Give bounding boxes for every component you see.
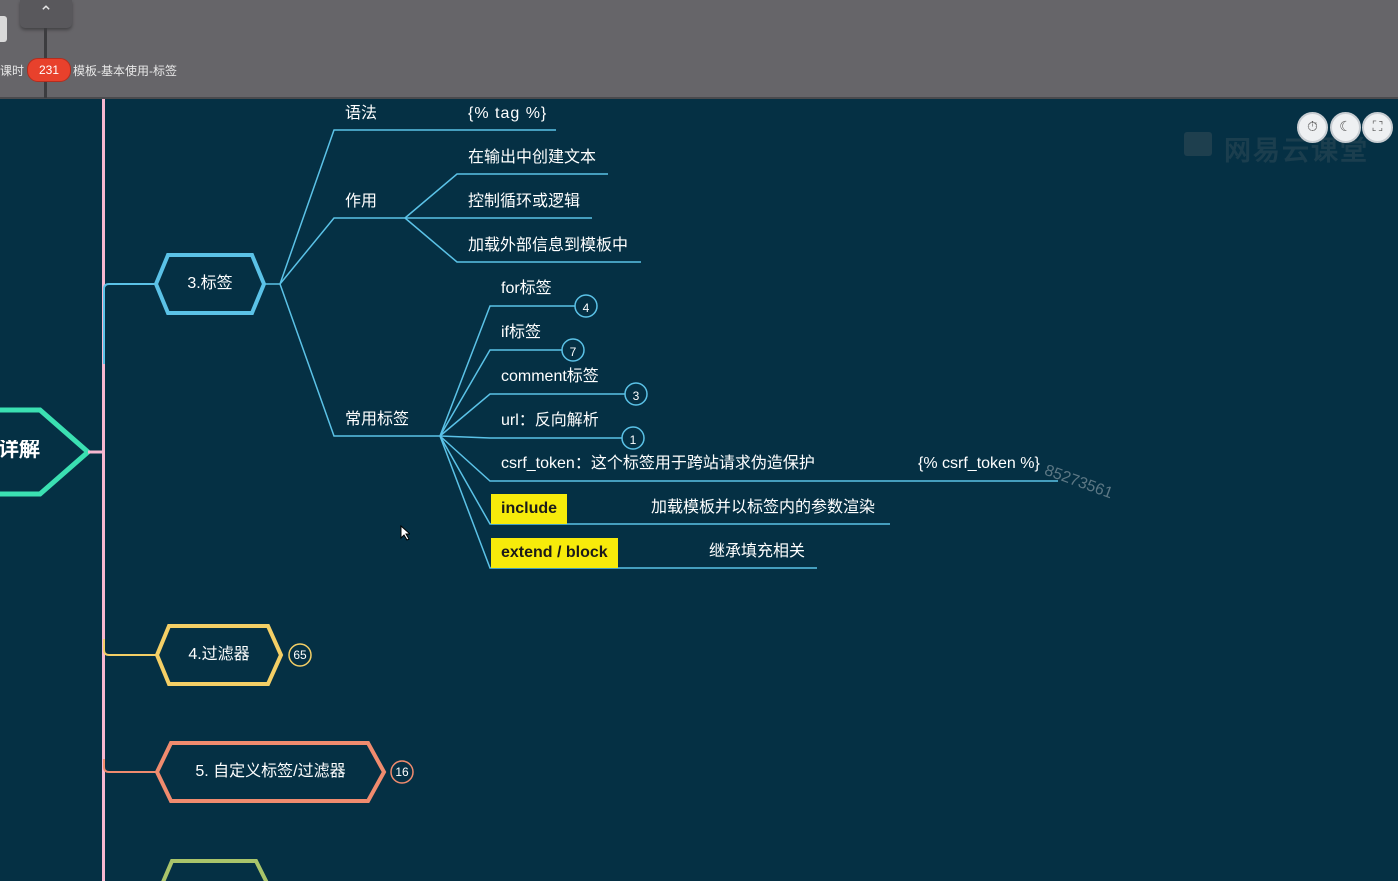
common-item-4-connector xyxy=(439,435,622,439)
lesson-prefix: 课时 xyxy=(0,64,25,78)
custom-badge[interactable]: 16 xyxy=(395,765,409,779)
tags-node-label[interactable]: 3.标签 xyxy=(187,275,233,292)
url-tag-badge-circle xyxy=(621,426,645,450)
mouse-cursor-icon xyxy=(400,525,410,541)
branch-custom-connector xyxy=(103,759,158,773)
lesson-number-badge[interactable]: 231 xyxy=(27,58,71,82)
syntax-value[interactable]: {% tag %} xyxy=(468,105,548,122)
purpose-item-3-connector xyxy=(404,217,641,263)
purpose-label[interactable]: 作用 xyxy=(345,193,378,210)
trunk-connector xyxy=(102,99,105,881)
moon-icon: ☾ xyxy=(1339,118,1352,134)
purpose-item-3[interactable]: 加载外部信息到模板中 xyxy=(468,237,629,254)
brand-logo-icon xyxy=(1184,132,1212,156)
comment-tag-badge-circle xyxy=(624,382,648,406)
filters-node-shape xyxy=(154,624,284,686)
night-mode-button[interactable]: ☾ xyxy=(1330,112,1361,143)
if-tag-badge[interactable]: 7 xyxy=(569,345,577,359)
custom-badge-circle xyxy=(390,760,414,784)
common-item-1-connector xyxy=(439,305,575,437)
common-connector xyxy=(279,283,440,437)
common-item-2-connector xyxy=(439,349,562,437)
fullscreen-button[interactable]: ⛶ xyxy=(1362,112,1393,143)
filters-node-label[interactable]: 4.过滤器 xyxy=(188,646,250,663)
chevron-up-icon: ⌃ xyxy=(38,3,54,22)
root-node-label[interactable]: 详解 xyxy=(0,440,40,460)
if-tag-label[interactable]: if标签 xyxy=(501,324,542,341)
collapse-button[interactable]: ⌃ xyxy=(20,0,72,28)
syntax-connector xyxy=(264,129,556,285)
csrf-token-value[interactable]: {% csrf_token %} xyxy=(918,455,1040,472)
purpose-item-1-connector xyxy=(404,173,608,219)
purpose-connector xyxy=(279,217,405,285)
stopwatch-icon: ⏱ xyxy=(1307,118,1318,134)
common-item-3-connector xyxy=(439,393,625,437)
for-tag-badge[interactable]: 4 xyxy=(582,301,590,315)
fullscreen-icon: ⛶ xyxy=(1372,118,1383,134)
purpose-item-1[interactable]: 在输出中创建文本 xyxy=(468,149,597,166)
extend-block-desc[interactable]: 继承填充相关 xyxy=(709,543,806,560)
if-tag-badge-circle xyxy=(561,338,585,362)
extend-connector xyxy=(439,435,817,569)
lesson-topbar: ⌃ 课时 231 模板-基本使用-标签 xyxy=(0,0,1398,99)
purpose-item-2[interactable]: 控制循环或逻辑 xyxy=(468,193,581,210)
include-connector xyxy=(439,435,890,525)
mindmap-connectors xyxy=(0,129,1058,881)
include-label[interactable]: include xyxy=(491,494,568,524)
side-panel-handle[interactable] xyxy=(0,16,7,42)
root-node-shape xyxy=(0,407,92,497)
lesson-title[interactable]: 模板-基本使用-标签 xyxy=(73,64,177,78)
timer-button[interactable]: ⏱ xyxy=(1297,112,1328,143)
common-tags-label[interactable]: 常用标签 xyxy=(345,411,410,428)
csrf-token-label[interactable]: csrf_token：这个标签用于跨站请求伪造保护 xyxy=(501,455,815,472)
for-tag-label[interactable]: for标签 xyxy=(501,280,552,297)
extend-block-label[interactable]: extend / block xyxy=(491,538,618,568)
branch-filters-connector xyxy=(103,639,158,656)
url-tag-badge[interactable]: 1 xyxy=(629,433,637,447)
syntax-label[interactable]: 语法 xyxy=(345,105,378,122)
for-tag-badge-circle xyxy=(574,294,598,318)
comment-tag-label[interactable]: comment标签 xyxy=(501,368,599,385)
custom-node-label[interactable]: 5. 自定义标签/过滤器 xyxy=(195,763,346,780)
url-tag-label[interactable]: url：反向解析 xyxy=(501,412,599,429)
filters-badge-circle xyxy=(288,643,312,667)
comment-tag-badge[interactable]: 3 xyxy=(632,389,640,403)
csrf-connector xyxy=(439,435,1058,482)
filters-badge[interactable]: 65 xyxy=(293,648,307,662)
next-node-shape xyxy=(161,859,269,881)
branch-tags-connector xyxy=(103,283,158,364)
mindmap-canvas: 详解 3.标签 语法 {% tag %} 作用 在输出中创建文本 控制循环或逻辑… xyxy=(0,99,1398,881)
include-desc[interactable]: 加载模板并以标签内的参数渲染 xyxy=(651,499,876,516)
tags-node-shape xyxy=(153,253,267,315)
custom-node-shape xyxy=(154,741,387,803)
